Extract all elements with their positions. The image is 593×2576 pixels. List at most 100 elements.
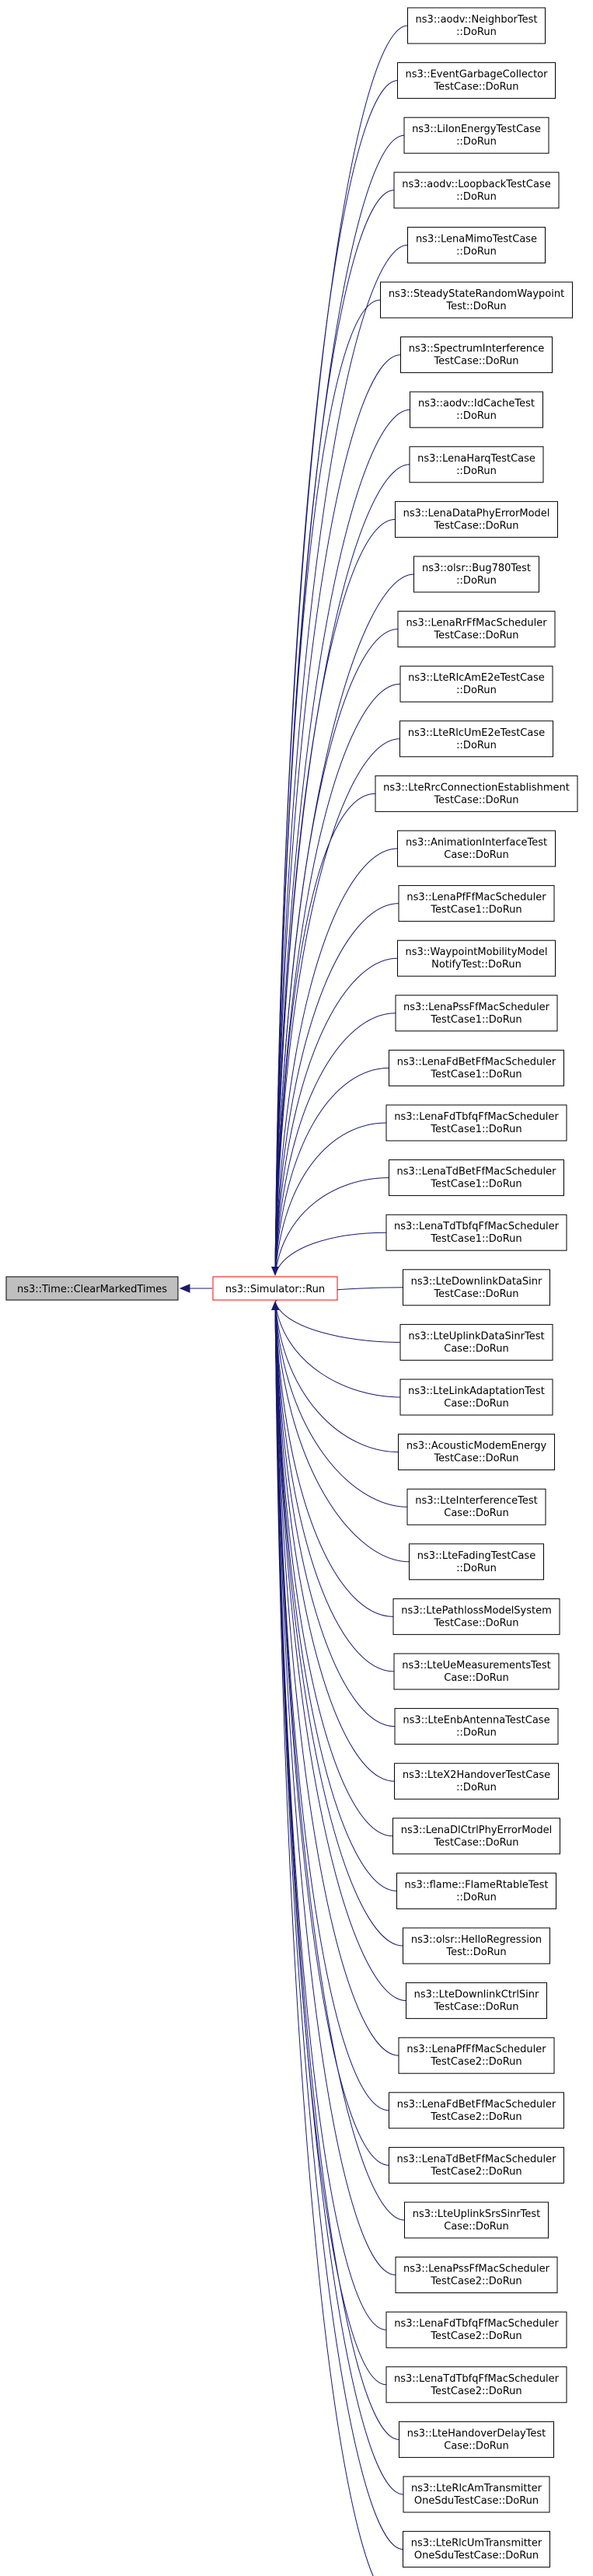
caller-node-label: ns3::aodv::NeighborTest [416, 14, 538, 26]
caller-node[interactable]: ns3::LteFadingTestCase::DoRun [409, 1543, 544, 1581]
caller-node-label: ns3::LenaPfFfMacScheduler [406, 2044, 546, 2055]
caller-edge [274, 1301, 403, 2550]
caller-node-box [395, 500, 558, 538]
caller-node[interactable]: ns3::aodv::NeighborTest::DoRun [407, 7, 546, 44]
caller-edge [274, 518, 396, 1276]
caller-node-label: ns3::LenaFdTbfqFfMacScheduler [394, 1111, 559, 1123]
caller-node-label: ns3::LteRrcConnectionEstablishment [383, 782, 570, 793]
caller-node-box [406, 1982, 547, 2020]
caller-node[interactable]: ns3::LenaTdTbfqFfMacSchedulerTestCase2::… [385, 2366, 567, 2403]
caller-node-label: TestCase1::DoRun [430, 1233, 521, 1245]
caller-node[interactable]: ns3::LenaFdTbfqFfMacSchedulerTestCase2::… [385, 2311, 567, 2348]
caller-edge [274, 1122, 387, 1276]
caller-node-label: ::DoRun [456, 410, 497, 422]
caller-node-label: TestCase1::DoRun [430, 1179, 521, 1190]
caller-node[interactable]: ns3::LenaMimoTestCase::DoRun [407, 226, 546, 263]
caller-node-label: OneSduTestCase::DoRun [414, 2550, 539, 2562]
caller-edge [274, 738, 400, 1276]
caller-node-box [399, 2421, 554, 2458]
caller-node-box [395, 995, 558, 1032]
caller-node-box [399, 1379, 553, 1416]
caller-node-label: ::DoRun [456, 191, 497, 203]
caller-node[interactable]: ns3::aodv::LoopbackTestCase::DoRun [393, 172, 560, 209]
caller-node[interactable]: ns3::LenaTdBetFfMacSchedulerTestCase2::D… [389, 2146, 564, 2184]
caller-node-box [396, 1872, 556, 1909]
caller-edge [274, 1301, 399, 1453]
caller-node-box [375, 775, 578, 812]
caller-edge [274, 1301, 396, 1727]
caller-node-label: ns3::olsr::Bug780Test [422, 563, 531, 574]
caller-node-label: ns3::LenaFdBetFfMacScheduler [397, 2099, 556, 2111]
caller-edge [274, 1301, 405, 2221]
hub-node[interactable]: ns3::Simulator::Run [212, 1276, 338, 1301]
caller-node[interactable]: ns3::LteRlcUmE2eTestCase::DoRun [399, 720, 553, 758]
caller-node[interactable]: ns3::SteadyStateRandomWaypointTest::DoRu… [380, 281, 573, 319]
caller-node[interactable]: ns3::LenaPssFfMacSchedulerTestCase2::DoR… [395, 2257, 558, 2294]
caller-edge [274, 1301, 395, 1672]
graph-edges [271, 25, 414, 2576]
caller-node-label: ns3::LteRlcAmTransmitter [411, 2483, 542, 2494]
caller-node[interactable]: ns3::LteRlcUmTransmitterOneSduTestCase::… [403, 2531, 550, 2568]
caller-node-label: ::DoRun [456, 465, 497, 477]
caller-node[interactable]: ns3::LenaPfFfMacSchedulerTestCase2::DoRu… [398, 2037, 555, 2074]
caller-node-label: Case::DoRun [444, 1672, 508, 1684]
caller-node[interactable]: ns3::LenaFdBetFfMacSchedulerTestCase2::D… [389, 2092, 564, 2129]
caller-node[interactable]: ns3::LenaTdTbfqFfMacSchedulerTestCase1::… [385, 1214, 567, 1251]
caller-node-box [406, 1488, 546, 1525]
caller-node[interactable]: ns3::LenaHarqTestCase::DoRun [409, 446, 544, 483]
caller-edge [274, 1301, 395, 1782]
hub-node-box [212, 1276, 338, 1301]
caller-node-label: ns3::LenaTdBetFfMacScheduler [397, 1166, 557, 1178]
caller-node[interactable]: ns3::LtePathlossModelSystemTestCase::DoR… [392, 1598, 560, 1635]
caller-node-label: ns3::LteRlcUmE2eTestCase [408, 727, 545, 739]
caller-edge [274, 354, 401, 1276]
caller-node-label: TestCase::DoRun [433, 794, 518, 806]
caller-node-box [380, 281, 573, 319]
caller-node[interactable]: ns3::LteRrcConnectionEstablishmentTestCa… [375, 775, 578, 812]
caller-edge [274, 1301, 399, 2056]
caller-node-label: ns3::AnimationInterfaceTest [406, 837, 547, 849]
caller-node[interactable]: ns3::WaypointMobilityModelNotifyTest::Do… [397, 939, 556, 977]
caller-node[interactable]: ns3::LenaDataPhyErrorModelTestCase::DoRu… [395, 500, 558, 538]
hub-arrowhead-top [271, 1267, 279, 1276]
caller-node-label: Case::DoRun [444, 2440, 508, 2452]
caller-node[interactable]: ns3::flame::FlameRtableTest::DoRun [396, 1872, 556, 1909]
caller-node-label: OneSduTestCase::DoRun [414, 2495, 539, 2507]
caller-node-box [399, 720, 553, 758]
caller-edge [274, 793, 376, 1276]
caller-node-box [393, 1653, 560, 1690]
caller-node[interactable]: ns3::LenaFdBetFfMacSchedulerTestCase1::D… [389, 1049, 564, 1086]
caller-node-label: ns3::LenaDataPhyErrorModel [403, 507, 550, 519]
caller-node[interactable]: ns3::LenaPfFfMacSchedulerTestCase1::DoRu… [398, 885, 555, 922]
caller-node[interactable]: ns3::LenaDlCtrlPhyErrorModelTestCase::Do… [392, 1818, 560, 1855]
caller-node-label: ns3::LteRlcAmE2eTestCase [408, 672, 545, 684]
hub-node-label: ns3::Simulator::Run [225, 1284, 325, 1295]
caller-node[interactable]: ns3::olsr::Bug780Test::DoRun [413, 556, 539, 593]
caller-node[interactable]: ns3::LteX2HandoverTestCase::DoRun [394, 1762, 559, 1800]
caller-node[interactable]: ns3::LiIonEnergyTestCase::DoRun [403, 117, 549, 154]
caller-node-label: ns3::LteRlcUmTransmitter [411, 2538, 542, 2550]
caller-node[interactable]: ns3::LteRlcAmTransmitterOneSduTestCase::… [403, 2476, 550, 2513]
caller-node[interactable]: ns3::LenaFdTbfqFfMacSchedulerTestCase1::… [385, 1104, 567, 1142]
focus-node[interactable]: ns3::Time::ClearMarkedTimes [5, 1276, 179, 1301]
caller-node[interactable]: ns3::EventGarbageCollectorTestCase::DoRu… [397, 62, 556, 99]
caller-node[interactable]: ns3::LenaPssFfMacSchedulerTestCase1::DoR… [395, 995, 558, 1032]
caller-node[interactable]: ns3::LteRlcAmE2eTestCase::DoRun [399, 665, 553, 702]
caller-node[interactable]: ns3::LteEnbAntennaTestCase::DoRun [394, 1708, 559, 1745]
caller-node-label: ::DoRun [456, 1563, 497, 1574]
caller-node[interactable]: ns3::LenaTdBetFfMacSchedulerTestCase1::D… [389, 1159, 564, 1197]
caller-node[interactable]: ns3::aodv::IdCacheTest::DoRun [410, 391, 543, 428]
